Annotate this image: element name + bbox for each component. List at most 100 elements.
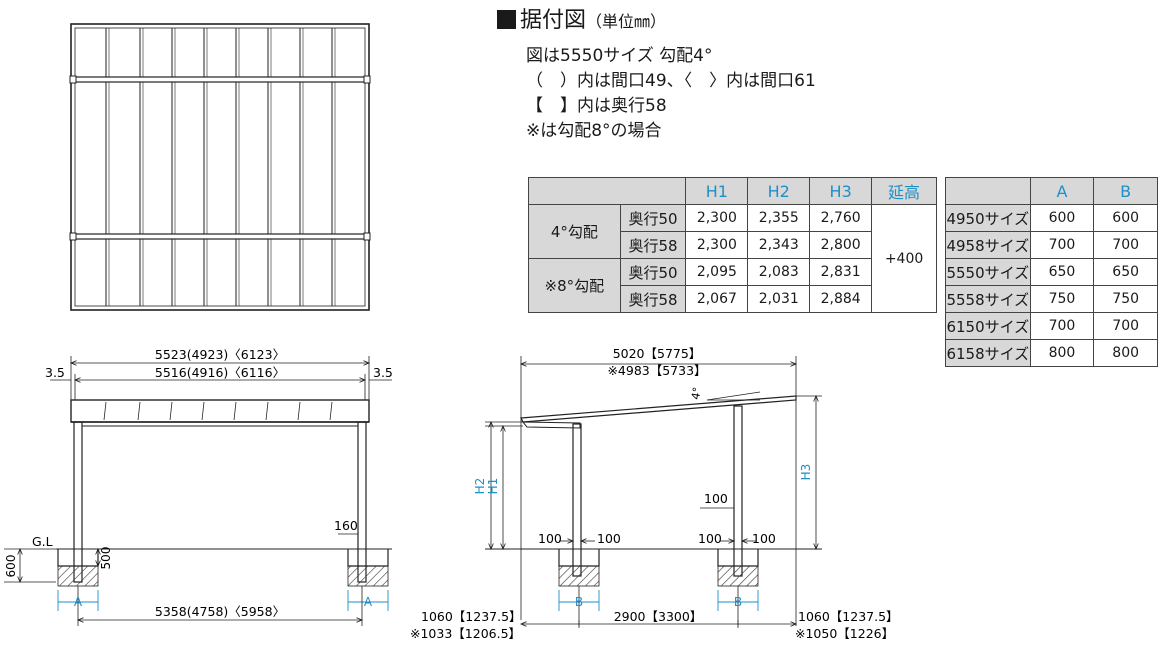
right-offset-l-label: 100	[698, 531, 722, 546]
row-label: 奥行50	[619, 258, 687, 286]
dim-100-top-label: 100	[704, 491, 728, 506]
cell-a: 700	[1029, 231, 1095, 259]
size-label: 5558サイズ	[945, 285, 1031, 313]
row-label: 奥行58	[619, 231, 687, 259]
cell-h2: 2,343	[747, 231, 811, 259]
row-label: 奥行50	[619, 204, 687, 232]
table-row: ※8°勾配 奥行50 2,095 2,083 2,831	[528, 258, 937, 313]
height-table-header: H1 H2 H3 延高	[527, 177, 937, 205]
rear-overhang-8deg-label: ※1050【1226】	[795, 626, 894, 641]
front-posts	[73, 421, 367, 583]
front-overhang-label: 1060【1237.5】	[421, 609, 522, 624]
cell-a: 700	[1029, 312, 1095, 340]
front-roof	[70, 399, 370, 427]
edge-right-label: 3.5	[373, 365, 393, 380]
cell-h2: 2,031	[747, 285, 811, 313]
size-label: 4950サイズ	[945, 204, 1031, 232]
title-unit: （単位㎜）	[586, 12, 667, 31]
left-offset-r-label: 100	[597, 531, 621, 546]
h1-label: H1	[486, 478, 500, 495]
table-row: 奥行58 2,067 2,031 2,884	[529, 285, 937, 313]
slope-label: 4°	[689, 386, 704, 401]
rear-overhang-label: 1060【1237.5】	[798, 609, 899, 624]
side-overall-depth-label: 5020【5775】	[613, 346, 702, 361]
cell-h3: 2,831	[809, 258, 873, 286]
size-label: 4958サイズ	[945, 231, 1031, 259]
depth-500-label: 500	[99, 547, 113, 570]
foundation-side-left	[558, 549, 600, 587]
ground-line-label: G.L	[32, 534, 53, 549]
header-a: A	[1029, 177, 1095, 205]
height-table: H1 H2 H3 延高 4°勾配 奥行50 2,300 2,355 2,760 …	[527, 177, 937, 313]
cell-b: 800	[1093, 339, 1158, 367]
table-row: 5550サイズ 650 650	[945, 258, 1158, 286]
front-inner-width-label: 5516(4916)〈6116〉	[155, 365, 285, 380]
group-label: 4°勾配	[528, 204, 621, 259]
foundation-side-right	[717, 549, 759, 587]
header-h1: H1	[685, 177, 749, 205]
h2-label: H2	[473, 478, 487, 495]
front-overhang-8deg-label: ※1033【1206.5】	[410, 626, 521, 641]
cell-a: 600	[1029, 204, 1095, 232]
size-label: 6150サイズ	[945, 312, 1031, 340]
header-h2: H2	[747, 177, 811, 205]
size-table-header: A B	[945, 177, 1158, 205]
front-view: 5523(4923)〈6123〉 5516(4916)〈6116〉 3.5 3.…	[4, 347, 393, 626]
page-title: 据付図（単位㎜）	[497, 6, 666, 37]
cell-h3: 2,800	[809, 231, 873, 259]
side-view: 5020【5775】 ※4983【5733】 4° H2 H1 H3 100 1…	[410, 346, 899, 641]
size-table: A B 4950サイズ 600 600 4958サイズ 700 700 5550…	[945, 177, 1158, 367]
cell-h1: 2,300	[685, 231, 749, 259]
h3-label: H3	[799, 464, 813, 481]
left-offset-l-label: 100	[538, 531, 562, 546]
cell-h2: 2,355	[747, 204, 811, 232]
side-roof	[520, 391, 797, 429]
cell-b: 650	[1093, 258, 1158, 286]
cell-h2: 2,083	[747, 258, 811, 286]
note-line: 図は5550サイズ 勾配4°	[526, 46, 713, 66]
cell-extension: +400	[871, 204, 937, 313]
table-row: 6150サイズ 700 700	[945, 312, 1158, 340]
side-overall-depth-8deg-label: ※4983【5733】	[607, 363, 706, 378]
foundation-a-right-label: A	[364, 595, 373, 609]
size-label: 6158サイズ	[945, 339, 1031, 367]
cell-a: 750	[1029, 285, 1095, 313]
title-square-icon	[497, 10, 516, 29]
size-label: 5550サイズ	[945, 258, 1031, 286]
right-offset-r-label: 100	[752, 531, 776, 546]
cell-h1: 2,095	[685, 258, 749, 286]
foundation-right	[347, 549, 389, 587]
note-line: ※は勾配8°の場合	[526, 121, 662, 141]
foundation-b-left-label: B	[575, 595, 583, 609]
depth-600-label: 600	[4, 555, 18, 578]
table-row: 4950サイズ 600 600	[945, 204, 1158, 232]
cell-b: 700	[1093, 312, 1158, 340]
row-label: 奥行58	[619, 285, 687, 313]
header-blank	[527, 177, 687, 205]
table-row: 4°勾配 奥行50 2,300 2,355 2,760 +400	[528, 204, 937, 313]
table-row: 5558サイズ 750 750	[945, 285, 1158, 313]
cell-h1: 2,300	[685, 204, 749, 232]
cell-b: 700	[1093, 231, 1158, 259]
header-extension: 延高	[871, 177, 937, 205]
edge-left-label: 3.5	[45, 365, 65, 380]
header-blank	[945, 177, 1031, 205]
header-h3: H3	[809, 177, 873, 205]
cell-h3: 2,884	[809, 285, 873, 313]
cell-h3: 2,760	[809, 204, 873, 232]
table-row: 4958サイズ 700 700	[945, 231, 1158, 259]
header-b: B	[1093, 177, 1158, 205]
foundation-b-right-label: B	[734, 595, 742, 609]
cell-a: 650	[1029, 258, 1095, 286]
drawing-notes: 図は5550サイズ 勾配4° （ ）内は間口49、〈 〉内は間口61 【 】内は…	[526, 44, 816, 144]
cell-b: 600	[1093, 204, 1158, 232]
cell-b: 750	[1093, 285, 1158, 313]
dim-160-label: 160	[334, 518, 358, 533]
foundation-left	[57, 549, 99, 587]
note-line: （ ）内は間口49、〈 〉内は間口61	[526, 71, 816, 91]
title-main: 据付図	[520, 8, 587, 33]
front-post-span-label: 5358(4758)〈5958〉	[155, 604, 285, 619]
group-label: ※8°勾配	[528, 258, 621, 313]
front-overall-width-label: 5523(4923)〈6123〉	[155, 347, 285, 362]
